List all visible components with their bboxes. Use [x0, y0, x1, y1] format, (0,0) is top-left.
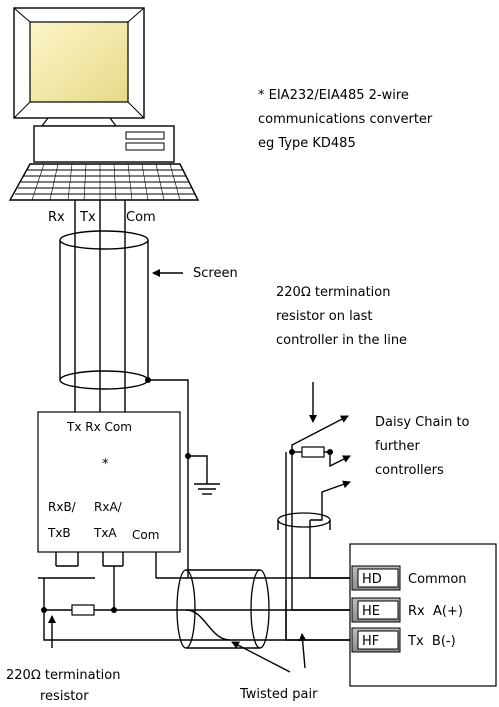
- terminal-hf-label: HF: [362, 634, 379, 649]
- terminal-he-label: HE: [362, 604, 380, 619]
- pc-tx-label: Tx: [79, 210, 96, 225]
- bottom-termination-line-1: 220Ω termination: [6, 668, 120, 683]
- twisted-pair-cable: [176, 569, 270, 649]
- pc-com-label: Com: [126, 210, 156, 225]
- note-line-2: communications converter: [258, 112, 433, 127]
- note-line-1: * EIA232/EIA485 2-wire: [258, 88, 409, 103]
- last-termination-line-2a: resistor on: [276, 309, 349, 324]
- twisted-pair-arrow-1: [231, 641, 291, 673]
- converter-box: [37, 411, 181, 553]
- converter-star: *: [102, 457, 109, 472]
- controller-terminals: HD Common HE Rx A(+) HF Tx B(-): [351, 565, 467, 653]
- last-termination-line-2: resistor on last: [276, 309, 373, 324]
- converter-txb: TxB: [47, 526, 71, 540]
- twisted-pair-arrow-2: [298, 633, 307, 669]
- daisy-chain-line-1: Daisy Chain to: [375, 415, 470, 430]
- screen-junction-dot: [145, 377, 151, 383]
- terminal-he-function: Rx A(+): [408, 604, 463, 619]
- terminal-hd-function: Common: [408, 572, 467, 587]
- note-line-3: eg Type KD485: [258, 136, 356, 151]
- screen-drain-wire: [148, 379, 189, 578]
- monitor-screen: [29, 21, 129, 103]
- converter-rxb: RxB/: [48, 500, 77, 514]
- converter-com: Com: [132, 528, 159, 542]
- last-termination-line-2b: last: [349, 309, 372, 324]
- twisted-pair-label: Twisted pair: [239, 687, 318, 702]
- terminal-hf-function: Tx B(-): [407, 634, 456, 649]
- last-termination-line-1: 220Ω termination: [276, 285, 390, 300]
- computer-icon: [8, 7, 200, 201]
- converter-txa: TxA: [93, 526, 117, 540]
- screened-cable: [59, 200, 149, 412]
- pc-rx-label: Rx: [48, 210, 65, 225]
- bus-wires: [43, 566, 350, 641]
- daisy-chain-line-3: controllers: [375, 463, 444, 478]
- bottom-termination-line-2: resistor: [40, 689, 89, 704]
- earth-ground-icon: [185, 453, 220, 495]
- daisy-chain-line-2: further: [375, 439, 420, 454]
- daisy-chain-wires: [277, 415, 351, 641]
- converter-top-labels: Tx Rx Com: [66, 420, 132, 434]
- converter-output-wires: [38, 552, 157, 610]
- termination-resistor-bottom: [41, 604, 117, 616]
- screen-label: Screen: [193, 266, 238, 281]
- last-termination-line-3: controller in the line: [276, 333, 407, 348]
- converter-rxa: RxA/: [94, 500, 123, 514]
- terminal-hd-label: HD: [362, 572, 382, 587]
